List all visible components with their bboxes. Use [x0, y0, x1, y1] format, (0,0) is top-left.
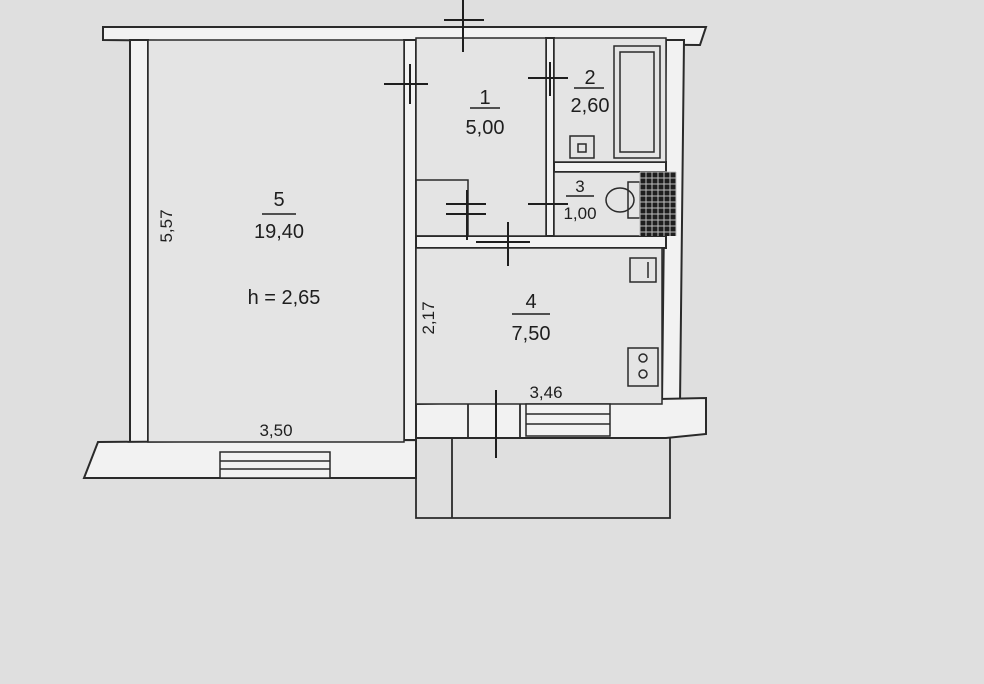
ceiling-height: h = 2,65	[248, 287, 321, 309]
kitchen-sink	[629, 257, 657, 283]
room-1-number: 1	[479, 87, 490, 109]
dimension-room-4-width: 3,46	[529, 383, 562, 402]
room-5-number: 5	[273, 189, 284, 211]
partition-wall-hall	[415, 235, 667, 249]
room-4-number: 4	[525, 291, 536, 313]
room-4-floor	[415, 247, 663, 405]
bathtub	[613, 45, 661, 159]
room-4-area: 7,50	[512, 323, 551, 345]
balcony	[415, 404, 671, 519]
dimension-room-5-width: 3,50	[259, 421, 292, 440]
room-2-number: 2	[584, 67, 595, 89]
room-3-number: 3	[575, 177, 584, 196]
room-2-area: 2,60	[571, 95, 610, 117]
room-interiors	[147, 37, 667, 443]
left-wall	[129, 39, 149, 443]
door-marks	[384, 0, 568, 458]
window-room-4	[525, 403, 611, 437]
kitchen-stove	[627, 347, 659, 387]
ventilation-shaft	[639, 171, 677, 236]
room-5-floor	[147, 39, 405, 443]
dimension-room-4-depth: 2,17	[419, 301, 438, 334]
bathroom-sink	[569, 135, 595, 159]
window-room-5	[219, 451, 331, 479]
room-2-floor	[553, 37, 667, 163]
partition-wall-wc	[553, 161, 667, 173]
dimension-room-5-depth: 5,57	[157, 209, 176, 242]
fraction-lines	[262, 87, 604, 315]
room-1-area: 5,00	[466, 117, 505, 139]
room-3-area: 1,00	[563, 204, 596, 223]
room-5-area: 19,40	[254, 221, 304, 243]
